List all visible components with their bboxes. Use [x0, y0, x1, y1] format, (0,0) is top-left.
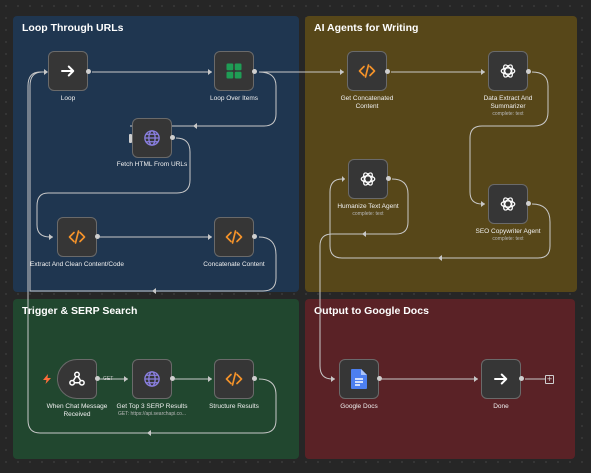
- edge-label-get: GET: [103, 376, 114, 382]
- arrowhead: [49, 234, 53, 240]
- node-label: Data Extract And Summarizer complete: te…: [460, 95, 556, 118]
- node-data-extract-and-summarizer[interactable]: [488, 51, 528, 91]
- arrowhead: [208, 69, 212, 75]
- group-title: Output to Google Docs: [314, 305, 429, 317]
- openai-icon: [500, 64, 516, 78]
- wire-seo-to-humanize: [329, 178, 551, 259]
- node-output-port[interactable]: [252, 69, 257, 74]
- node-subtitle: complete: text: [492, 236, 524, 242]
- lightning-bolt-icon: [43, 374, 51, 384]
- node-label: Fetch HTML From URLs: [116, 161, 188, 168]
- arrowhead: [362, 231, 366, 237]
- globe-icon: [144, 371, 160, 387]
- node-label: Concatenate Content: [203, 261, 265, 268]
- group-title: Loop Through URLs: [22, 22, 124, 34]
- node-fetch-html[interactable]: [132, 118, 172, 158]
- node-concatenate-content[interactable]: [214, 217, 254, 257]
- globe-icon: [144, 130, 160, 146]
- arrowhead: [340, 69, 344, 75]
- group-title: AI Agents for Writing: [314, 22, 419, 34]
- wire-fetch-html-to-extract: [36, 137, 191, 238]
- sheets-grid-icon: [226, 63, 242, 79]
- node-loop[interactable]: [48, 51, 88, 91]
- node-output-port[interactable]: [377, 376, 382, 381]
- wire-humanize-to-google-docs: [319, 178, 409, 380]
- arrowhead: [44, 69, 48, 75]
- wire-data-extract-to-seo: [469, 71, 549, 205]
- arrowhead: [208, 234, 212, 240]
- node-label: Done: [493, 403, 509, 410]
- node-output-port[interactable]: [519, 376, 524, 381]
- node-output-port[interactable]: [170, 135, 175, 140]
- arrowhead: [438, 255, 442, 261]
- node-extract-and-clean[interactable]: [57, 217, 97, 257]
- node-structure-results[interactable]: [214, 359, 254, 399]
- node-google-docs[interactable]: [339, 359, 379, 399]
- openai-icon: [360, 172, 376, 186]
- node-output-port[interactable]: [252, 376, 257, 381]
- arrowhead: [481, 69, 485, 75]
- wire-structure-to-loop: [27, 71, 277, 434]
- node-output-port[interactable]: [86, 69, 91, 74]
- node-input-port[interactable]: [129, 134, 132, 143]
- node-label: Google Docs: [340, 403, 378, 410]
- arrowhead: [152, 288, 156, 294]
- node-label: Humanize Text Agent complete: text: [320, 203, 416, 218]
- node-label: Structure Results: [209, 403, 259, 410]
- node-output-port[interactable]: [252, 234, 257, 239]
- webhook-icon: [69, 371, 85, 386]
- group-title: Trigger & SERP Search: [22, 305, 138, 317]
- arrowhead: [193, 123, 197, 129]
- arrowhead: [124, 376, 128, 382]
- node-label: Get Top 3 SERP Results GET: https://api.…: [104, 403, 200, 418]
- node-title: Data Extract And Summarizer: [483, 95, 533, 110]
- node-label: Extract And Clean Content/Code: [30, 261, 124, 268]
- node-label: Get Concatenated Content: [340, 95, 394, 110]
- google-docs-icon: [351, 369, 367, 389]
- node-output-port[interactable]: [95, 234, 100, 239]
- node-title: SEO Copywriter Agent: [475, 228, 541, 235]
- node-subtitle: GET: https://api.searchapi.co...: [117, 411, 187, 417]
- node-output-port[interactable]: [526, 201, 531, 206]
- node-output-port[interactable]: [526, 69, 531, 74]
- node-title: Humanize Text Agent: [337, 203, 399, 210]
- node-output-port[interactable]: [95, 376, 100, 381]
- node-subtitle: complete: text: [352, 211, 384, 217]
- arrowhead: [342, 176, 345, 182]
- node-output-port[interactable]: [385, 69, 390, 74]
- code-icon: [225, 372, 243, 386]
- node-loop-over-items[interactable]: [214, 51, 254, 91]
- node-humanize-text-agent[interactable]: [348, 159, 388, 199]
- code-icon: [68, 230, 86, 244]
- add-node-button[interactable]: +: [545, 375, 554, 384]
- code-icon: [225, 230, 243, 244]
- node-when-chat-message-received[interactable]: [57, 359, 97, 399]
- wire-group: [27, 71, 551, 434]
- wire-concatenate-to-loop-back: [29, 71, 277, 292]
- node-label: When Chat Message Received: [46, 403, 108, 418]
- arrowhead: [481, 201, 485, 207]
- node-seo-copywriter-agent[interactable]: [488, 184, 528, 224]
- node-title: Get Top 3 SERP Results: [116, 403, 188, 410]
- node-get-concatenated-content[interactable]: [347, 51, 387, 91]
- code-icon: [358, 64, 376, 78]
- node-output-port[interactable]: [170, 376, 175, 381]
- arrow-right-icon: [494, 373, 508, 385]
- openai-icon: [500, 197, 516, 211]
- wire-arrowheads: [44, 69, 485, 436]
- node-label: SEO Copywriter Agent complete: text: [460, 228, 556, 243]
- node-output-port[interactable]: [386, 176, 391, 181]
- wire-loop-over-items-to-fetch-html: [130, 71, 277, 127]
- node-subtitle: complete: text: [492, 111, 524, 117]
- node-label: Loop Over Items: [209, 95, 259, 102]
- arrowhead: [208, 376, 212, 382]
- node-label: Loop: [60, 95, 76, 102]
- arrowhead: [474, 376, 478, 382]
- arrowhead: [331, 376, 335, 382]
- node-done[interactable]: [481, 359, 521, 399]
- arrowhead: [147, 430, 151, 436]
- node-get-top-3-serp-results[interactable]: [132, 359, 172, 399]
- arrow-right-icon: [61, 65, 75, 77]
